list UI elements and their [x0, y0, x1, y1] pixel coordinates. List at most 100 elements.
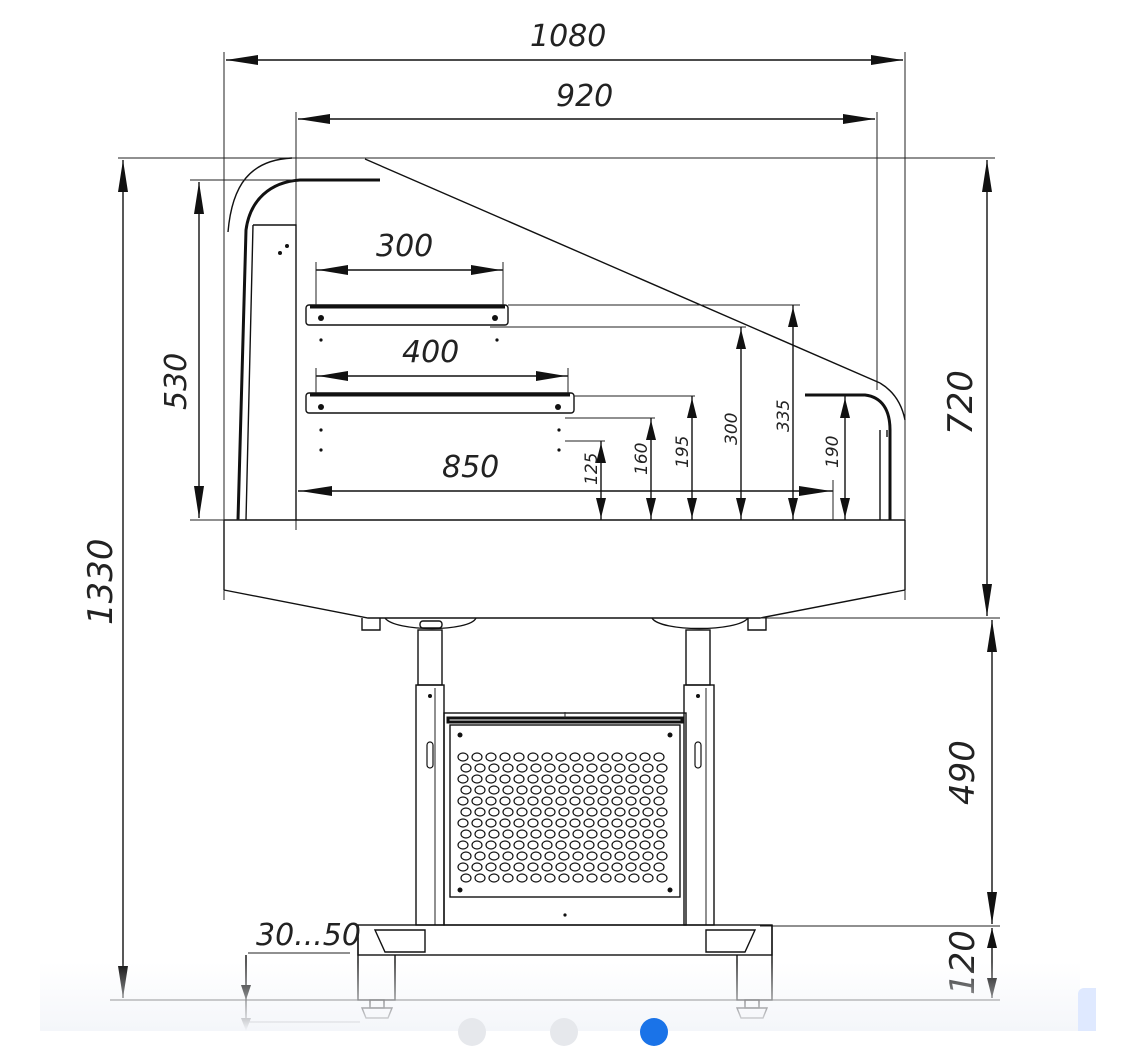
grille-hole [656, 829, 668, 839]
grille-hole [586, 785, 598, 795]
grille-hole [541, 774, 553, 784]
grille-hole [555, 818, 567, 828]
grille-hole [474, 785, 486, 795]
carousel-dot-2[interactable] [550, 1018, 578, 1046]
ventilation-grille [457, 752, 668, 883]
grille-hole [653, 862, 665, 872]
grille-hole [583, 752, 595, 762]
grille-hole [527, 796, 539, 806]
grille-hole [544, 873, 556, 883]
grille-hole [527, 818, 539, 828]
label-1080: 1080 [530, 19, 606, 54]
grille-hole [639, 818, 651, 828]
grille-hole [502, 763, 514, 773]
grille-hole [502, 807, 514, 817]
grille-hole [625, 796, 637, 806]
grille-hole [502, 873, 514, 883]
grille-hole [513, 752, 525, 762]
grille-hole [569, 774, 581, 784]
grille-hole [457, 862, 469, 872]
grille-hole [600, 851, 612, 861]
grille-hole [460, 851, 472, 861]
dim-lower-shelf: 400 [315, 335, 569, 393]
grille-hole [513, 796, 525, 806]
label-530: 530 [159, 353, 194, 410]
grille-hole [625, 818, 637, 828]
grille-hole [586, 807, 598, 817]
grille-hole [614, 829, 626, 839]
grille-hole [653, 774, 665, 784]
grille-hole [569, 840, 581, 850]
grille-hole [614, 785, 626, 795]
grille-hole [558, 785, 570, 795]
carousel-dot-3-active[interactable] [640, 1018, 668, 1046]
grille-hole [653, 818, 665, 828]
label-30-50: 30...50 [256, 918, 361, 953]
grille-hole [460, 807, 472, 817]
grille-hole [555, 752, 567, 762]
grille-hole [597, 796, 609, 806]
grille-hole [572, 851, 584, 861]
grille-hole [611, 774, 623, 784]
grille-hole [471, 862, 483, 872]
grille-hole [656, 763, 668, 773]
grille-hole [558, 807, 570, 817]
grille-hole [488, 851, 500, 861]
grille-hole [541, 818, 553, 828]
dim-stand-height: 490 [760, 617, 1000, 924]
side-scroll-tab[interactable] [1078, 988, 1096, 1031]
grille-hole [457, 752, 469, 762]
grille-hole [569, 818, 581, 828]
grille-hole [628, 851, 640, 861]
grille-hole [485, 840, 497, 850]
grille-hole [499, 818, 511, 828]
grille-hole [597, 818, 609, 828]
stand [357, 617, 773, 1019]
label-335: 335 [774, 400, 794, 432]
grille-hole [625, 774, 637, 784]
grille-hole [457, 818, 469, 828]
grille-hole [488, 763, 500, 773]
grille-hole [625, 862, 637, 872]
grille-hole [513, 840, 525, 850]
grille-hole [527, 752, 539, 762]
grille-hole [544, 851, 556, 861]
grille-hole [485, 796, 497, 806]
carousel-dot-1[interactable] [458, 1018, 486, 1046]
grille-hole [625, 840, 637, 850]
grille-hole [485, 818, 497, 828]
grille-hole [628, 829, 640, 839]
grille-hole [541, 862, 553, 872]
grille-hole [474, 873, 486, 883]
grille-hole [656, 851, 668, 861]
upper-shelf [305, 304, 800, 342]
grille-hole [628, 807, 640, 817]
grille-hole [656, 785, 668, 795]
grille-hole [586, 829, 598, 839]
cabinet-body [118, 157, 995, 619]
grille-hole [474, 763, 486, 773]
grille-hole [555, 796, 567, 806]
grille-hole [541, 752, 553, 762]
grille-hole [471, 752, 483, 762]
grille-hole [639, 862, 651, 872]
grille-hole [583, 862, 595, 872]
grille-hole [597, 840, 609, 850]
grille-hole [499, 752, 511, 762]
grille-hole [614, 763, 626, 773]
grille-hole [488, 829, 500, 839]
grille-hole [555, 774, 567, 784]
grille-hole [625, 752, 637, 762]
grille-hole [642, 873, 654, 883]
grille-hole [527, 862, 539, 872]
grille-hole [460, 785, 472, 795]
grille-hole [600, 873, 612, 883]
dim-base-depth: 850 [298, 450, 834, 520]
grille-hole [502, 785, 514, 795]
grille-hole [460, 873, 472, 883]
grille-hole [583, 840, 595, 850]
grille-hole [530, 873, 542, 883]
grille-hole [611, 752, 623, 762]
grille-hole [488, 873, 500, 883]
